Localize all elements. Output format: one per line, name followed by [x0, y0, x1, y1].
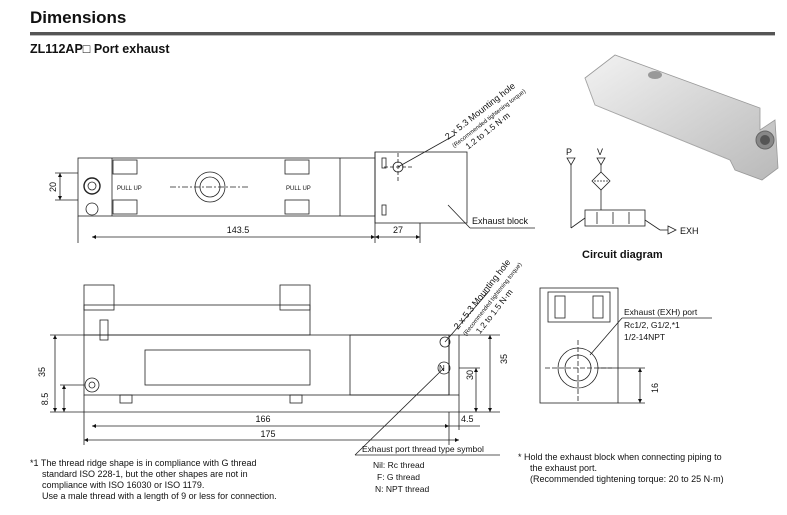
dim-16: 16: [650, 383, 660, 393]
thread-symbol-title: Exhaust port thread type symbol: [362, 444, 484, 454]
circuit-diagram: [566, 157, 677, 235]
circuit-p: P: [566, 147, 572, 157]
port-title: Exhaust (EXH) port: [624, 307, 698, 317]
note-1-line3: compliance with ISO 16030 or ISO 1179.: [42, 480, 205, 490]
circuit-v: V: [597, 147, 603, 157]
dim-20: 20: [48, 182, 58, 192]
thread-n: N: NPT thread: [375, 484, 429, 494]
note-1-line4: Use a male thread with a length of 9 or …: [42, 491, 277, 501]
dim-175: 175: [260, 429, 275, 439]
front-view-body: [83, 334, 450, 396]
dim-8-5: 8.5: [40, 393, 50, 406]
note-2: * Hold the exhaust block when connecting…: [518, 452, 783, 485]
pull-up-label-left: PULL UP: [117, 186, 142, 192]
side-view: [539, 287, 712, 404]
dim-27: 27: [393, 225, 403, 235]
note-2-mark: *: [518, 452, 522, 462]
pull-up-label-right: PULL UP: [286, 186, 311, 192]
dim-35-left: 35: [37, 367, 47, 377]
note-2-line3: (Recommended tightening torque: 20 to 25…: [530, 474, 724, 484]
side-view-body: [539, 287, 619, 404]
front-view: [50, 284, 500, 456]
top-view: [55, 134, 535, 243]
section-subtitle: ZL112AP□ Port exhaust: [30, 42, 170, 56]
thread-f: F: G thread: [377, 472, 420, 482]
title-rule: [30, 32, 775, 35]
note-1-mark: *1: [30, 458, 39, 468]
note-2-line2: the exhaust port.: [530, 463, 598, 473]
title-rule-thin: [30, 35, 775, 36]
dim-35-right: 35: [499, 354, 509, 364]
circuit-title: Circuit diagram: [582, 249, 663, 261]
dim-30: 30: [465, 370, 475, 380]
port-line1: Rc1/2, G1/2,*1: [624, 320, 680, 330]
exhaust-block-label: Exhaust block: [472, 216, 529, 226]
circuit-exh: EXH: [680, 226, 699, 236]
dim-166: 166: [255, 414, 270, 424]
top-view-exhaust-block: [374, 151, 468, 224]
product-photo: [584, 54, 779, 181]
dim-143-5: 143.5: [227, 225, 250, 235]
note-1: *1 The thread ridge shape is in complian…: [30, 458, 350, 502]
front-n-mark: N: [439, 364, 445, 373]
port-line2: 1/2-14NPT: [624, 332, 665, 342]
dim-4-5: 4.5: [461, 414, 474, 424]
note-2-line1: Hold the exhaust block when connecting p…: [524, 452, 722, 462]
ejector-symbol: [584, 209, 646, 227]
note-1-line1: The thread ridge shape is in compliance …: [40, 458, 257, 468]
page-title: Dimensions: [30, 8, 127, 27]
thread-nil: Nil: Rc thread: [373, 460, 425, 470]
note-1-line2: standard ISO 228-1, but the other shapes…: [42, 469, 248, 479]
